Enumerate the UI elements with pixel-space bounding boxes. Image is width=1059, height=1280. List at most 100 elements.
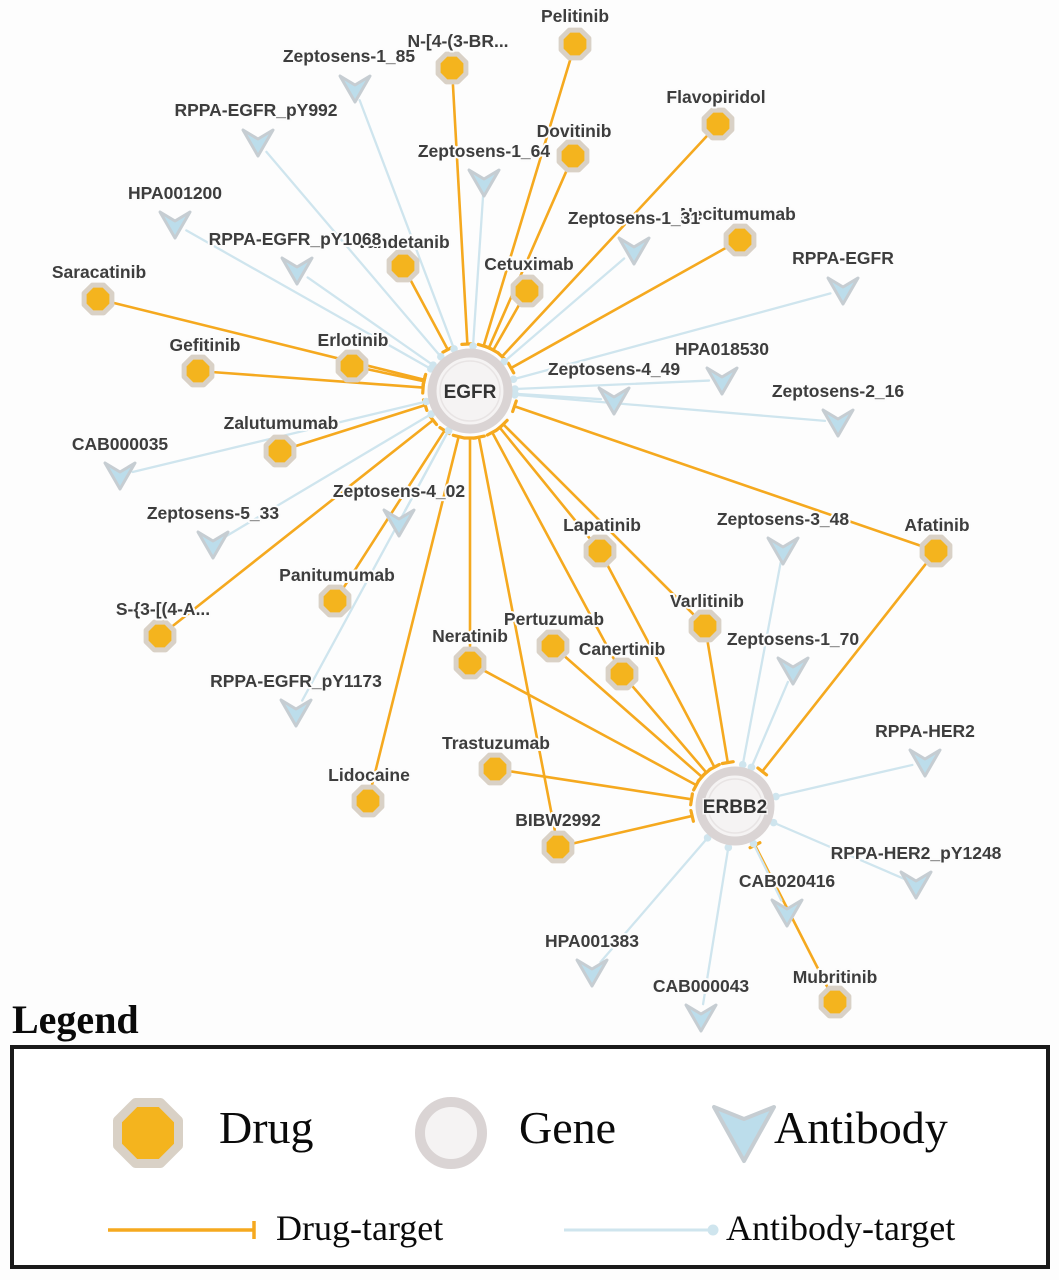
antibody-node-zeptosens-1-70[interactable]	[776, 656, 810, 686]
antibody-label-rppa-egfr: RPPA-EGFR	[792, 248, 894, 268]
edge-trastuzumab-erbb2	[510, 770, 694, 807]
drug-label-panitumumab: Panitumumab	[279, 565, 395, 585]
antibody-node-zeptosens-1-31[interactable]	[617, 236, 651, 266]
gene-node-egfr[interactable]	[427, 348, 513, 434]
edge-bibw2992-egfr	[471, 434, 557, 832]
antibody-label-cab000035: CAB000035	[72, 434, 169, 454]
edge-canertinib-erbb2	[631, 685, 713, 778]
edge-rppa-her2-erbb2	[772, 763, 914, 801]
gene-label-egfr: EGFR	[444, 382, 497, 403]
antibody-legend-icon	[712, 1105, 776, 1163]
edge-panitumumab-egfr	[342, 425, 451, 588]
drug-label-lapatinib: Lapatinib	[563, 515, 641, 535]
edge-flavopiridol-egfr	[496, 135, 708, 362]
edge-neratinib-egfr	[462, 436, 478, 648]
drug-node-cetuximab[interactable]	[510, 274, 544, 308]
drug-node-bibw2992[interactable]	[541, 830, 575, 864]
drug-label-saracatinib: Saracatinib	[52, 262, 146, 282]
antibody-node-rppa-egfr-py1173[interactable]	[279, 698, 313, 728]
edge-rppa-egfr-py1173-egfr	[301, 426, 453, 702]
antibody-label-zeptosens-1-64: Zeptosens-1_64	[418, 141, 551, 161]
drug-label-afatinib: Afatinib	[904, 515, 969, 535]
antibody-node-rppa-egfr-py992[interactable]	[241, 128, 275, 158]
edge-varlitinib-egfr	[497, 418, 695, 616]
drug-label-trastuzumab: Trastuzumab	[442, 733, 550, 753]
antibody-node-rppa-egfr-py1068[interactable]	[280, 256, 314, 286]
drug-label-pertuzumab: Pertuzumab	[504, 609, 604, 629]
antibody-node-rppa-her2-py1248[interactable]	[899, 870, 933, 900]
drug-label-s-3-4-a: S-{3-[(4-A...	[116, 599, 210, 619]
antibody-node-hpa001200[interactable]	[158, 210, 192, 240]
drug-node-n-4-3-br[interactable]	[435, 51, 469, 85]
drug-node-canertinib[interactable]	[605, 657, 639, 691]
antibody-label-zeptosens-1-31: Zeptosens-1_31	[568, 208, 701, 228]
antibody-node-cab000043[interactable]	[684, 1003, 718, 1033]
gene-node-erbb2[interactable]	[695, 766, 775, 846]
antibody-label-rppa-her2: RPPA-HER2	[875, 721, 975, 741]
drug-node-lapatinib[interactable]	[583, 534, 617, 568]
antibody-label-cab020416: CAB020416	[739, 871, 836, 891]
edge-zeptosens-1-31-egfr	[500, 257, 626, 366]
drug-node-flavopiridol[interactable]	[701, 107, 735, 141]
drug-node-necitumumab[interactable]	[723, 223, 757, 257]
antibody-node-zeptosens-2-16[interactable]	[821, 408, 855, 438]
antibody-label-hpa018530: HPA018530	[675, 339, 769, 359]
antibody-target-legend-line	[564, 1224, 719, 1236]
antibody-label-hpa001383: HPA001383	[545, 931, 639, 951]
drug-label-canertinib: Canertinib	[579, 639, 666, 659]
edge-erlotinib-egfr	[367, 368, 427, 389]
antibody-label-rppa-egfr-py992: RPPA-EGFR_pY992	[174, 100, 337, 120]
edge-necitumumab-egfr	[506, 246, 727, 375]
drug-node-zalutumumab[interactable]	[263, 434, 297, 468]
antibody-label-hpa001200: HPA001200	[128, 183, 222, 203]
drug-label-zalutumumab: Zalutumumab	[224, 413, 339, 433]
drug-node-afatinib[interactable]	[919, 534, 953, 568]
gene-label-erbb2: ERBB2	[703, 797, 767, 818]
drug-node-varlitinib[interactable]	[688, 609, 722, 643]
legend-antibody-label: Antibody	[774, 1102, 948, 1153]
edge-cab000043-erbb2	[701, 843, 733, 1006]
network-graph[interactable]: EGFRERBB2PelitinibN-[4-(3-BR...Dovitinib…	[0, 0, 1059, 1040]
antibody-label-zeptosens-4-02: Zeptosens-4_02	[333, 481, 466, 501]
antibody-node-zeptosens-1-85[interactable]	[338, 74, 372, 104]
antibody-node-zeptosens-5-33[interactable]	[196, 530, 230, 560]
drug-node-pertuzumab[interactable]	[536, 629, 570, 663]
drug-node-saracatinib[interactable]	[81, 282, 115, 316]
drug-node-neratinib[interactable]	[453, 646, 487, 680]
drug-node-pelitinib[interactable]	[558, 27, 592, 61]
drug-label-varlitinib: Varlitinib	[670, 591, 744, 611]
drug-node-s-3-4-a[interactable]	[143, 619, 177, 653]
antibody-label-cab000043: CAB000043	[653, 976, 750, 996]
antibody-node-zeptosens-3-48[interactable]	[766, 536, 800, 566]
drug-node-panitumumab[interactable]	[318, 584, 352, 618]
drug-node-vandetanib[interactable]	[386, 249, 420, 283]
antibody-node-zeptosens-4-02[interactable]	[382, 508, 416, 538]
drug-label-vandetanib: Vandetanib	[356, 232, 449, 252]
antibody-node-hpa018530[interactable]	[705, 366, 739, 396]
drug-node-mubritinib[interactable]	[818, 985, 852, 1019]
legend-drug-target-label: Drug-target	[276, 1208, 444, 1248]
edges-layer	[113, 58, 927, 1006]
legend-antibody-target-label: Antibody-target	[726, 1208, 956, 1248]
drug-node-gefitinib[interactable]	[181, 354, 215, 388]
edge-zeptosens-2-16-egfr	[511, 390, 827, 423]
antibody-node-cab020416[interactable]	[770, 898, 804, 928]
labels-layer: EGFRERBB2PelitinibN-[4-(3-BR...Dovitinib…	[50, 4, 1004, 998]
drug-node-lidocaine[interactable]	[351, 784, 385, 818]
drug-label-flavopiridol: Flavopiridol	[666, 87, 765, 107]
drug-node-dovitinib[interactable]	[556, 139, 590, 173]
edge-varlitinib-erbb2	[706, 641, 735, 766]
antibody-node-zeptosens-4-49[interactable]	[597, 386, 631, 416]
drug-node-trastuzumab[interactable]	[478, 752, 512, 786]
legend-box: Drug Gene Antibody Drug-target Antibody-…	[10, 1045, 1050, 1269]
drug-label-cetuximab: Cetuximab	[484, 254, 573, 274]
drug-node-erlotinib[interactable]	[335, 349, 369, 383]
antibody-node-cab000035[interactable]	[103, 461, 137, 491]
edge-rppa-her2-py1248-erbb2	[769, 818, 906, 881]
antibody-node-rppa-her2[interactable]	[908, 748, 942, 778]
drug-label-neratinib: Neratinib	[432, 626, 508, 646]
antibody-node-hpa001383[interactable]	[575, 958, 609, 988]
antibody-node-zeptosens-1-64[interactable]	[467, 168, 501, 198]
antibody-node-rppa-egfr[interactable]	[826, 276, 860, 306]
